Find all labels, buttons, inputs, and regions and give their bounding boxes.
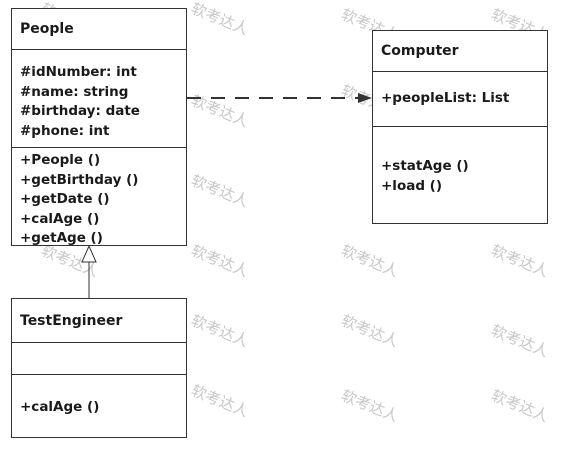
method-row: +load () [381,177,443,194]
method-row: +getDate () [20,191,110,207]
class-people[interactable]: People #idNumber: int #name: string #bir… [11,8,187,246]
class-testengineer-attributes [12,342,186,374]
method-row: +statAge () [381,158,469,174]
class-people-attributes: #idNumber: int #name: string #birthday: … [12,49,186,147]
method-row: +getAge () [20,230,103,246]
method-row: +People () [20,152,101,168]
class-people-methods: +People () +getBirthday () +getDate () +… [12,147,186,246]
attribute-row: +peopleList: List [381,90,510,106]
method-row: +calAge () [20,399,100,415]
attribute-row: #birthday: date [20,103,140,119]
attribute-row: #name: string [20,83,129,100]
class-testengineer[interactable]: TestEngineer +calAge () [11,298,187,438]
attribute-row: #idNumber: int [20,64,137,80]
method-row: +calAge () [20,210,100,227]
class-computer-title: Computer [381,43,459,59]
attribute-row: #phone: int [20,122,110,139]
class-testengineer-methods: +calAge () [12,374,186,437]
class-computer-attributes: +peopleList: List [373,71,547,126]
method-row: +getBirthday () [20,171,139,188]
class-computer[interactable]: Computer +peopleList: List +statAge () +… [372,30,548,224]
dependency-arrowhead [358,93,372,103]
class-people-title: People [20,21,74,37]
class-computer-methods: +statAge () +load () [373,126,547,223]
generalization-arrowhead [81,244,97,263]
class-testengineer-title: TestEngineer [20,312,123,329]
